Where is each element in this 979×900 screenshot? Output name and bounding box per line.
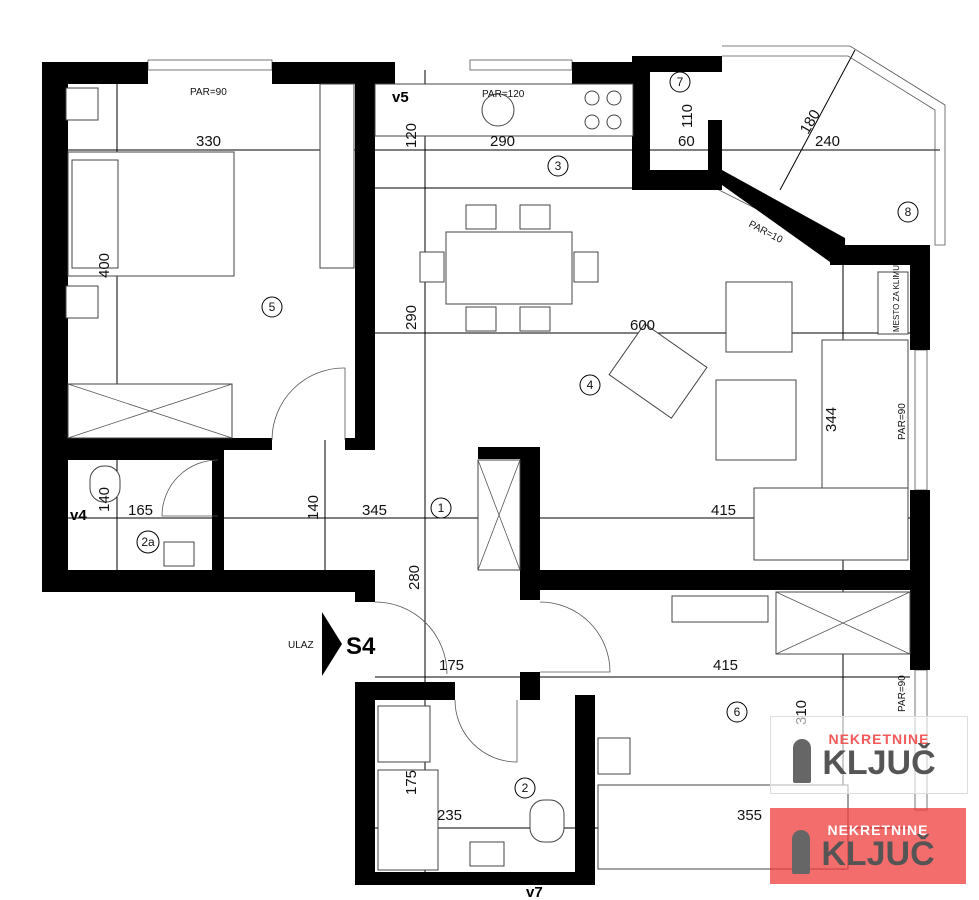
watermark-line1: NEKRETNINE [828, 731, 930, 747]
toilet [89, 465, 121, 503]
dimension-label: 240 [815, 133, 840, 150]
room-number: 2 [522, 781, 529, 795]
room-markers: 3 7 8 5 4 1 2a 6 2 [136, 71, 919, 799]
dimension-label: 355 [737, 807, 762, 824]
shower [377, 705, 431, 763]
entrance-label: ULAZ [288, 640, 314, 651]
dimension-label: 345 [362, 502, 387, 519]
coffee-table [715, 379, 797, 461]
dimension-label: 290 [403, 305, 420, 330]
ac-note: MESTO ZA KLIMU [892, 265, 901, 332]
pillow [71, 159, 119, 269]
armchair [608, 323, 708, 419]
dimension-label: 140 [96, 487, 113, 512]
dimension-label: 415 [711, 502, 736, 519]
key-icon [793, 739, 811, 783]
vent-label: v4 [70, 507, 87, 524]
sofa [753, 487, 909, 561]
dimension-label: 344 [823, 407, 840, 432]
dimension-label: 600 [630, 317, 655, 334]
window-label: PAR=90 [190, 87, 227, 98]
key-icon [792, 830, 810, 874]
dimension-label: 290 [490, 133, 515, 150]
window-label: PAR=90 [897, 403, 908, 440]
dimension-label: 110 [679, 104, 696, 128]
dimension-label: 60 [678, 133, 695, 150]
dimension-label: 165 [128, 502, 153, 519]
ac-place [877, 271, 909, 335]
dimension-label: 175 [403, 770, 420, 795]
walls [42, 56, 930, 885]
dimension-label: 415 [713, 657, 738, 674]
sink [163, 541, 195, 567]
room-number: 6 [734, 705, 741, 719]
watermark-line1: NEKRETNINE [827, 822, 929, 838]
toilet [529, 799, 565, 843]
dimension-label: 120 [403, 123, 420, 148]
room-number: 8 [905, 205, 912, 219]
wardrobe [319, 83, 355, 269]
entrance-code: S4 [346, 633, 376, 660]
dimension-label: 400 [96, 253, 113, 278]
dining-table [445, 231, 573, 305]
watermark-logo: NEKRETNINE KLJUČ [770, 716, 968, 794]
dimension-label: 175 [439, 657, 464, 674]
dimension-label: 280 [406, 565, 423, 590]
room-number: 3 [555, 159, 562, 173]
window-label: PAR=90 [897, 675, 908, 712]
bathtub [377, 769, 439, 871]
nightstand [597, 737, 631, 775]
nightstand [65, 285, 99, 319]
room-number: 7 [677, 75, 684, 89]
room-number: 2a [141, 535, 155, 549]
room-number: 4 [587, 378, 594, 392]
watermark-logo: NEKRETNINE KLJUČ [770, 808, 966, 884]
room-number: 5 [269, 300, 276, 314]
watermark-line2: KLJUČ [821, 835, 935, 873]
room-number: 1 [438, 501, 445, 515]
watermark-line2: KLJUČ [822, 744, 936, 782]
window-label: PAR=120 [482, 89, 525, 100]
sink [469, 841, 505, 867]
dimension-label: 330 [196, 133, 221, 150]
vent-label: v5 [392, 89, 409, 106]
dimension-labels: PAR=90 PAR=120 v5 120 330 290 110 60 180… [70, 87, 908, 900]
dimension-label: 140 [305, 495, 322, 520]
dimension-label: 235 [437, 807, 462, 824]
sink [481, 93, 515, 127]
armchair [725, 281, 793, 353]
desk [671, 595, 769, 623]
entrance-arrow-icon [322, 612, 342, 676]
nightstand [65, 87, 99, 121]
vent-label: v7 [526, 884, 543, 900]
